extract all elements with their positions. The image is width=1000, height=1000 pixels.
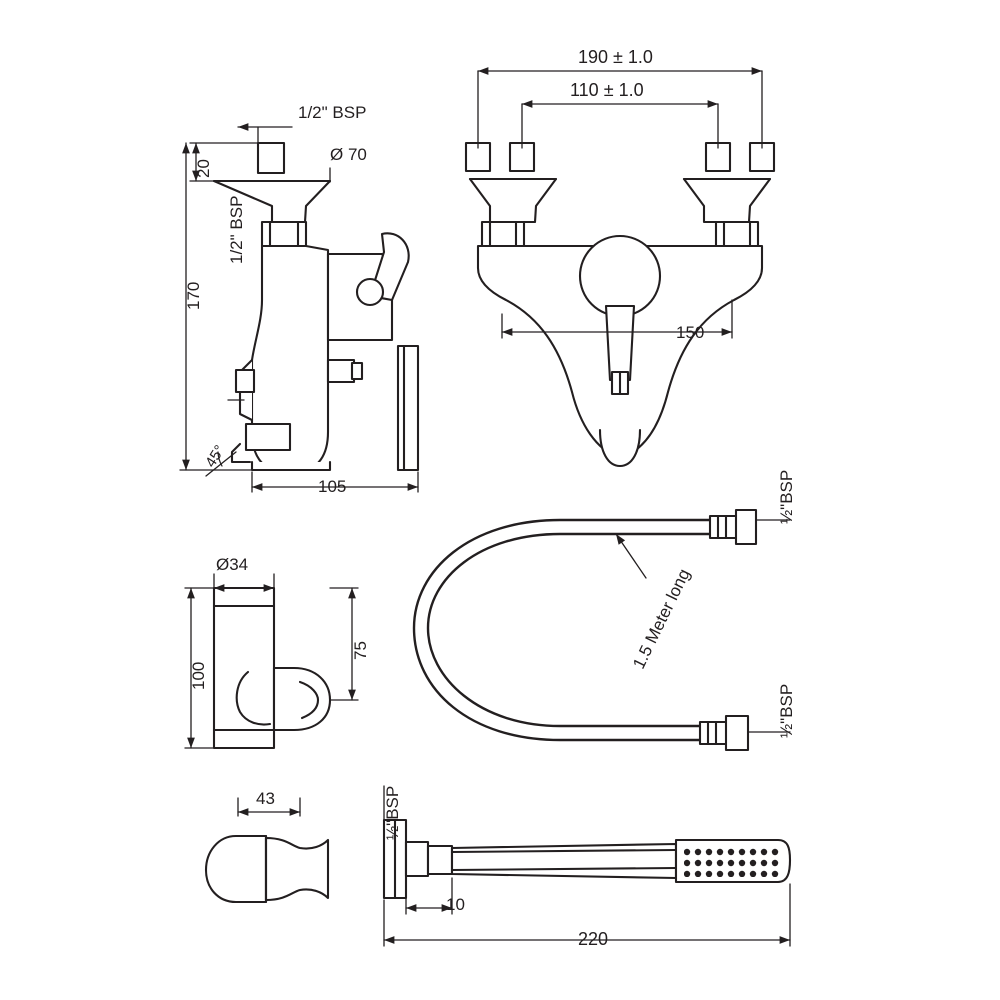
holder-top-dimensions — [237, 797, 301, 817]
label-front-flange-dia: Ø 70 — [330, 145, 367, 164]
holder-side-dimensions — [184, 573, 359, 749]
front-view-dimensions — [179, 123, 419, 493]
rear-view-dimensions — [477, 67, 763, 339]
holder-top-view — [204, 834, 330, 904]
label-bracket-width-43: 43 — [256, 789, 275, 808]
label-front-height-170: 170 — [184, 281, 203, 310]
holder-side-view — [212, 586, 332, 750]
shower-hose — [412, 508, 758, 752]
label-holder-height-100: 100 — [189, 661, 208, 690]
label-handset-length-220: 220 — [578, 929, 609, 949]
label-hose-thread-top: ½"BSP — [777, 469, 796, 524]
front-view-mixer — [212, 141, 420, 472]
label-front-inlet-thread: 1/2" BSP — [298, 103, 367, 122]
rear-view-mixer — [464, 141, 776, 468]
label-rear-width-150: 150 — [676, 323, 705, 342]
label-handset-offset-10: 10 — [446, 895, 465, 914]
label-front-outlet-thread: 1/2" BSP — [227, 195, 246, 264]
hose-dimension-leaders — [615, 519, 791, 733]
label-front-height-20: 20 — [194, 159, 213, 178]
handset-dimensions — [383, 785, 791, 947]
label-holder-height-75: 75 — [351, 641, 370, 660]
label-front-depth-105: 105 — [318, 477, 347, 496]
label-handset-thread: ½"BSP — [383, 785, 402, 840]
label-rear-centres-190: 190 ± 1.0 — [578, 47, 653, 67]
label-holder-dia-34: Ø34 — [216, 555, 249, 574]
label-rear-centres-110: 110 ± 1.0 — [570, 80, 644, 100]
label-hose-thread-bottom: ½"BSP — [777, 683, 796, 738]
